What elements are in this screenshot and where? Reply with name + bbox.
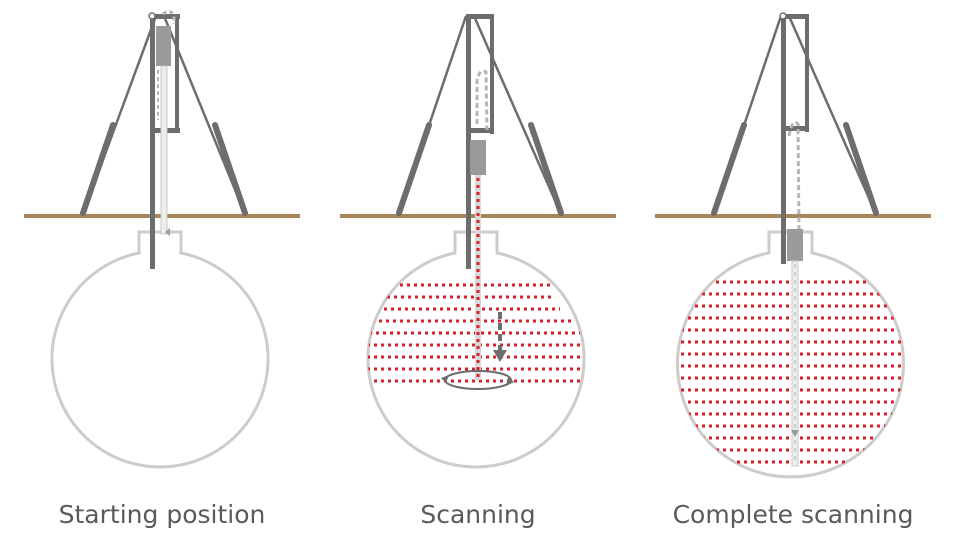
panel-starting-position bbox=[24, 9, 300, 469]
tank-outline bbox=[50, 230, 270, 469]
probe-head bbox=[156, 26, 171, 66]
probe-rod bbox=[160, 65, 168, 235]
tripod bbox=[712, 15, 878, 215]
caption-complete-scanning: Complete scanning bbox=[672, 500, 914, 529]
mast bbox=[150, 14, 155, 269]
tank-outline bbox=[676, 230, 905, 479]
mast bbox=[781, 14, 786, 264]
mast bbox=[466, 14, 471, 269]
panel-complete-scanning bbox=[655, 12, 931, 479]
panel-scanning bbox=[340, 14, 616, 469]
probe-head bbox=[787, 229, 803, 261]
ground-line bbox=[655, 214, 931, 218]
caption-starting-position: Starting position bbox=[58, 500, 266, 529]
scan-pattern bbox=[368, 283, 585, 383]
probe-head bbox=[470, 140, 486, 175]
caption-scanning: Scanning bbox=[420, 500, 536, 529]
